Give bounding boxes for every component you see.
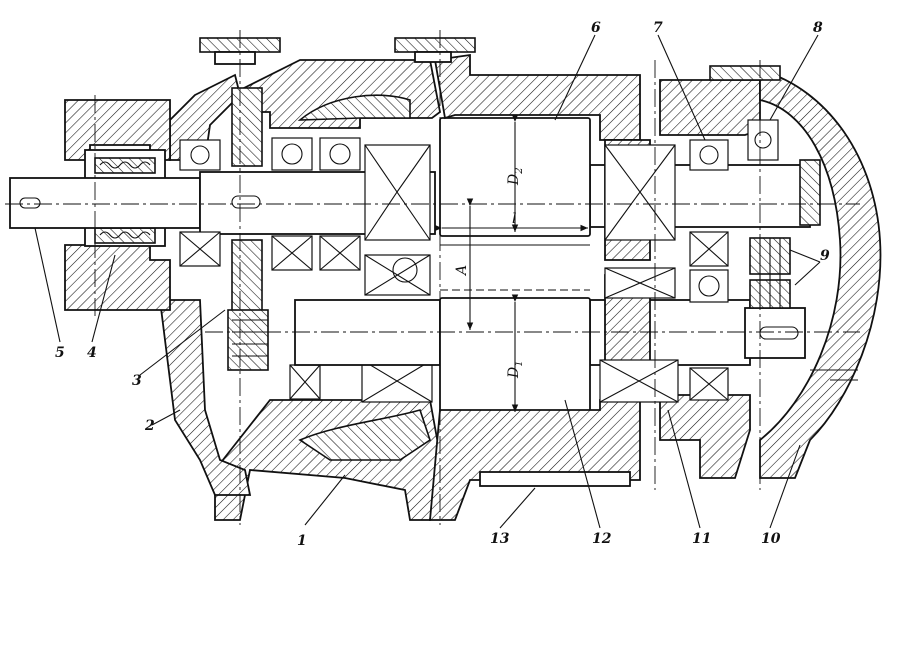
bottom-pad bbox=[479, 471, 631, 487]
right-rotor-seals bbox=[599, 144, 679, 403]
callout-2: 2 bbox=[144, 418, 155, 434]
callout-4: 4 bbox=[87, 345, 97, 361]
left-bearings bbox=[179, 137, 361, 400]
main-casing bbox=[214, 59, 441, 521]
callout-5: 5 bbox=[55, 345, 65, 361]
callout-1: 1 bbox=[297, 533, 307, 549]
timing-gear-left bbox=[227, 87, 269, 371]
dim-length-label: l bbox=[512, 211, 516, 227]
shaft-seal-assembly bbox=[94, 157, 156, 244]
callout-12: 12 bbox=[592, 531, 612, 547]
left-rotor-seals bbox=[361, 144, 433, 403]
timing-gears-right bbox=[749, 237, 791, 309]
callout-11: 11 bbox=[692, 531, 711, 547]
callout-3: 3 bbox=[132, 373, 142, 389]
dimension-lines bbox=[434, 114, 590, 412]
callout-10: 10 bbox=[761, 531, 781, 547]
callout-9: 9 bbox=[820, 248, 830, 264]
leader-lines bbox=[34, 34, 821, 529]
dim-center-distance-label: A bbox=[454, 265, 470, 277]
callout-7: 7 bbox=[653, 20, 663, 36]
dim-d2-label: D2 bbox=[506, 167, 525, 186]
right-end-housing bbox=[759, 68, 882, 479]
centerlines bbox=[5, 30, 860, 525]
callout-8: 8 bbox=[813, 20, 823, 36]
dim-d1-label: D1 bbox=[506, 360, 525, 379]
callout-6: 6 bbox=[591, 20, 601, 36]
right-bearings bbox=[689, 119, 779, 401]
callout-13: 13 bbox=[490, 531, 510, 547]
